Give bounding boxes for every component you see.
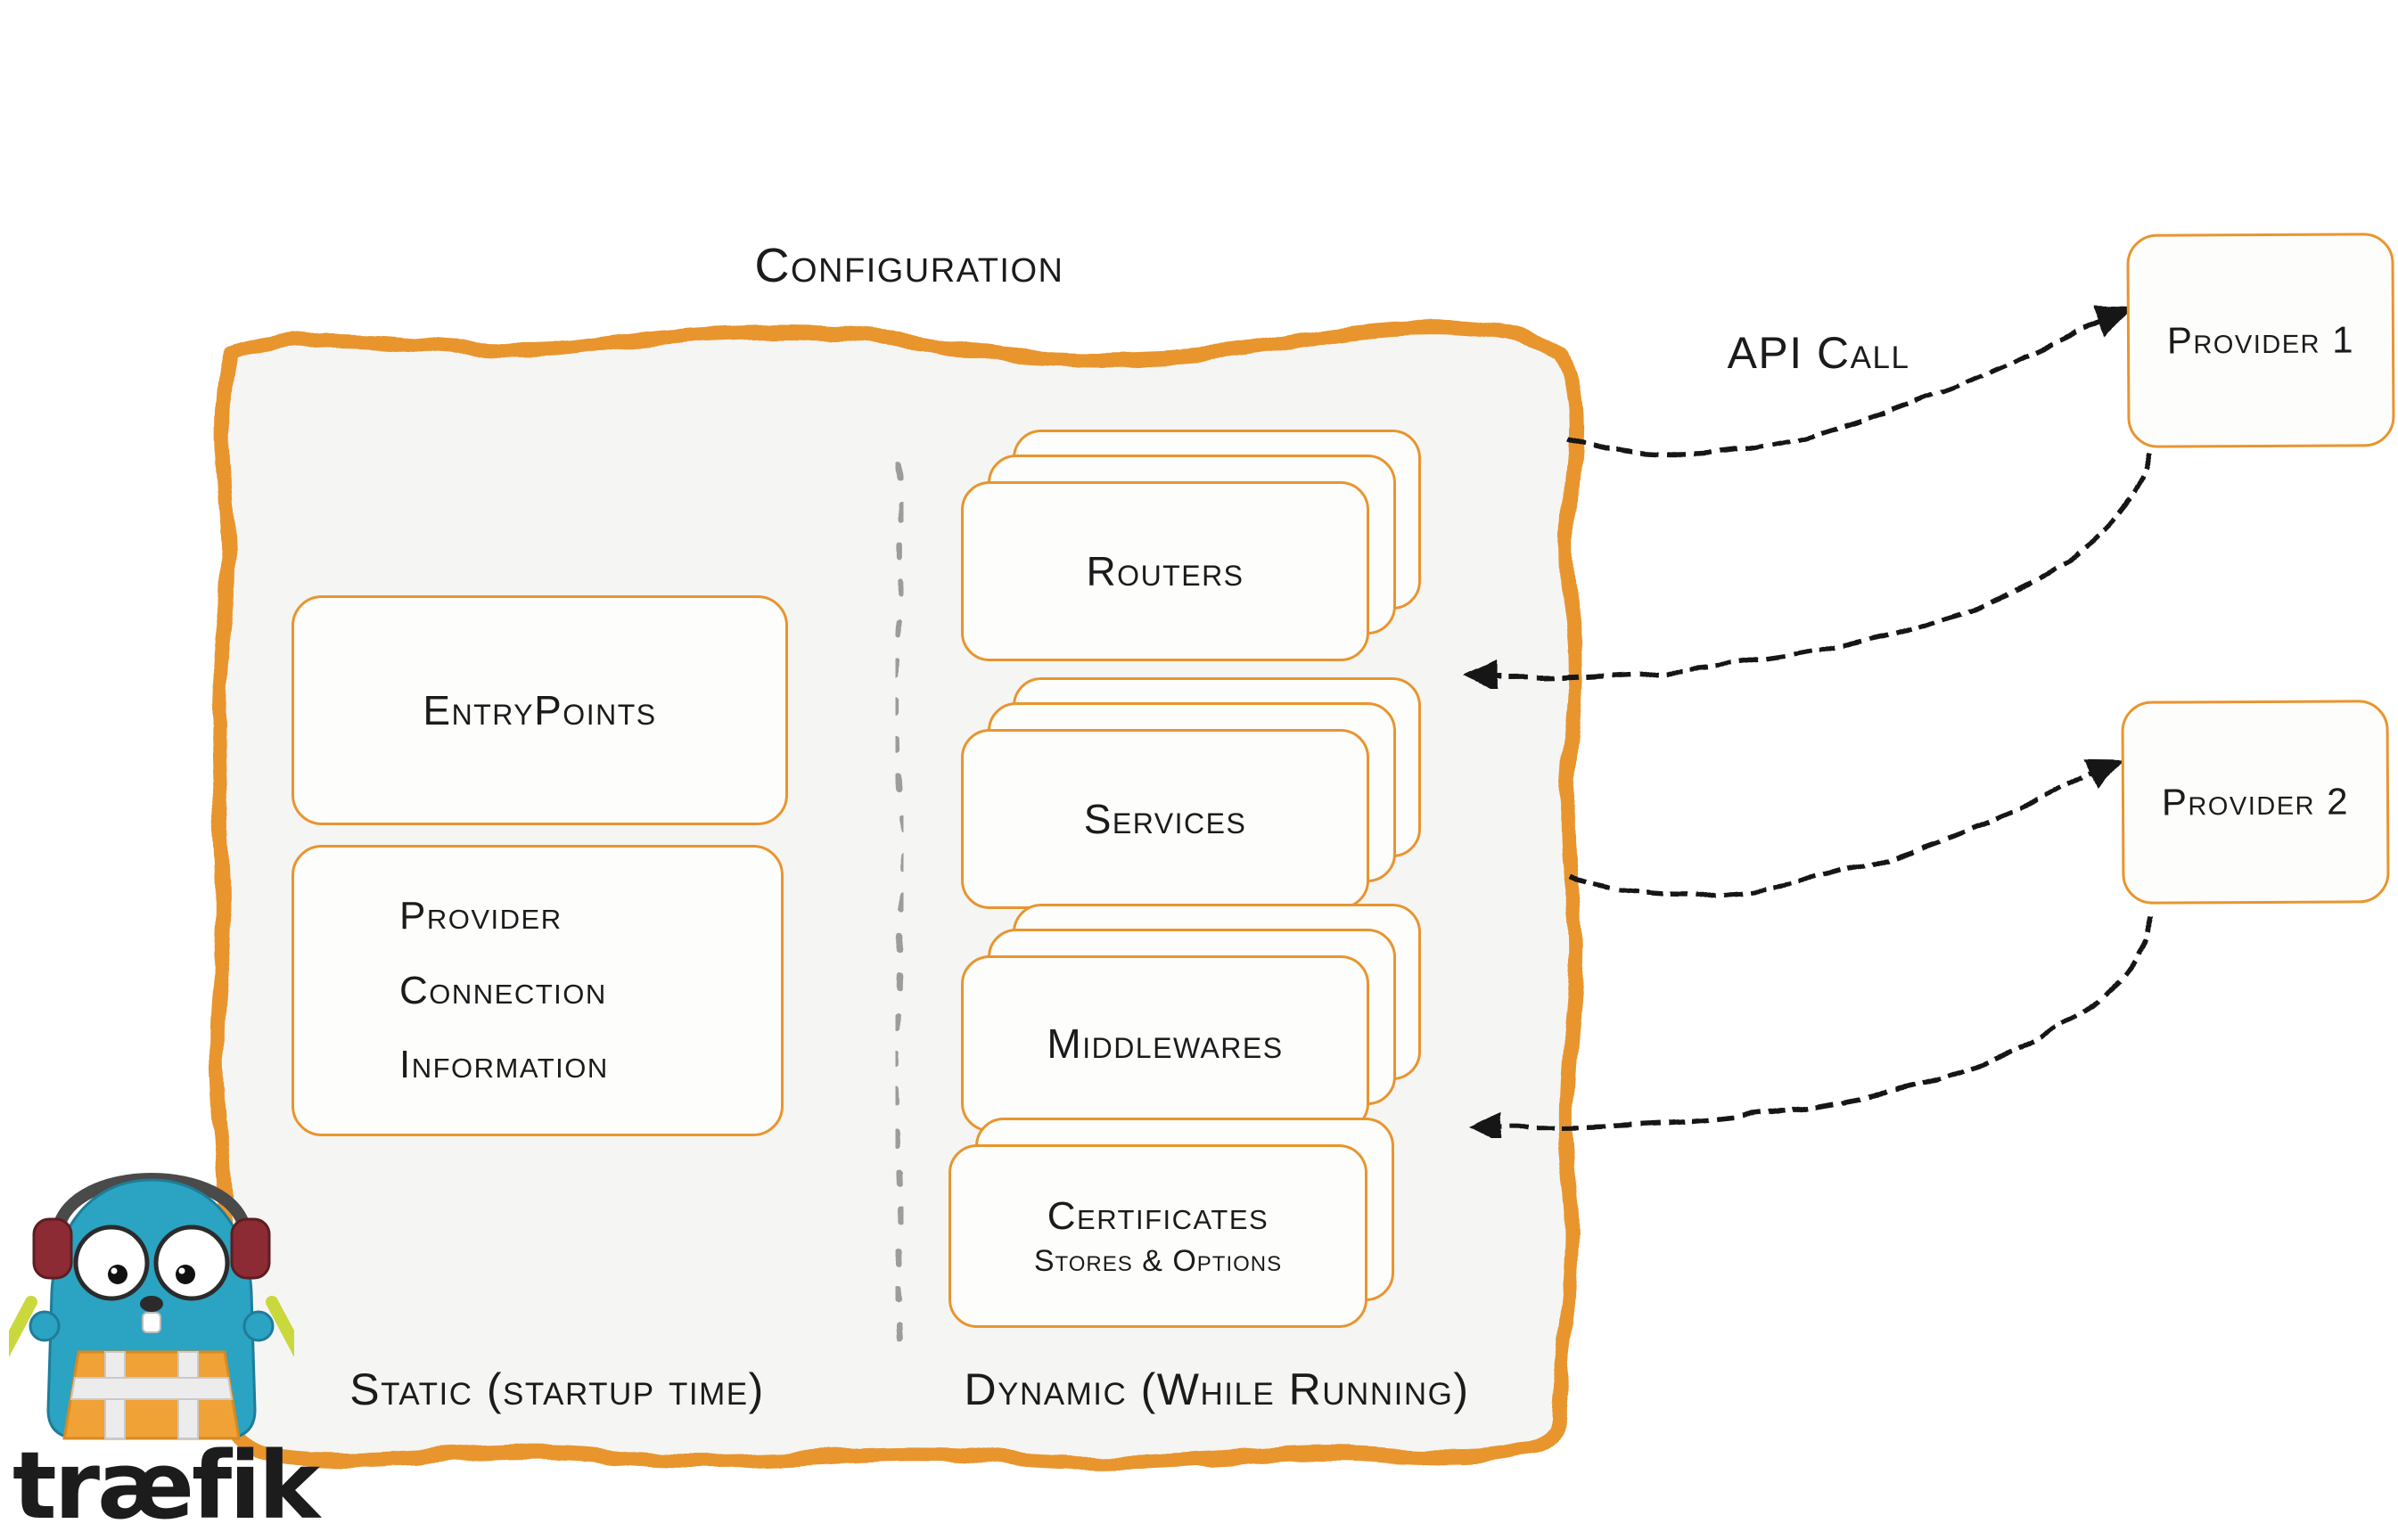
provider2-to-config-arrow <box>1467 913 2156 1143</box>
certificates-label: Certificates <box>1047 1193 1269 1238</box>
gopher-paw-left <box>29 1310 61 1342</box>
gopher-paw-right <box>242 1310 275 1342</box>
services-label: Services <box>1083 796 1247 842</box>
traefik-gopher-icon <box>0 1173 307 1440</box>
gopher-nose <box>140 1296 163 1312</box>
diagram-title: Configuration <box>754 239 1064 292</box>
config-to-provider2-arrow <box>1568 761 2123 897</box>
routers-card: Routers <box>961 430 1421 661</box>
gopher-eye-right <box>153 1225 230 1301</box>
middlewares-card: Middlewares <box>961 904 1421 1132</box>
traefik-wordmark: træfik <box>12 1431 320 1540</box>
entrypoints-box: EntryPoints <box>292 595 788 825</box>
certificates-sublabel: Stores & Options <box>1033 1243 1283 1278</box>
gopher-eye-glint-left <box>111 1267 118 1274</box>
gopher-eye-left <box>73 1225 150 1301</box>
traefik-logo <box>0 1143 307 1446</box>
api-call-label: API Call <box>1727 328 1910 378</box>
certificates-card: Certificates Stores & Options <box>949 1118 1394 1328</box>
dynamic-section-caption: Dynamic (While Running) <box>964 1364 1470 1414</box>
gopher-tooth <box>142 1312 161 1333</box>
provider-1-box: Provider 1 <box>2126 233 2395 448</box>
provider-2-box: Provider 2 <box>2121 700 2390 905</box>
gopher-pupil-left <box>108 1265 127 1284</box>
headphone-cup-left <box>32 1217 73 1280</box>
static-section-caption: Static (startup time) <box>349 1364 765 1414</box>
routers-label: Routers <box>1086 548 1244 594</box>
gopher-pupil-right <box>176 1265 195 1284</box>
vest-band <box>70 1377 234 1400</box>
static-dynamic-divider <box>892 462 907 1345</box>
provider-connection-box: Provider Connection Information <box>292 845 784 1136</box>
provider1-to-config-arrow <box>1464 452 2153 694</box>
services-card: Services <box>961 677 1421 909</box>
config-to-provider1-arrow <box>1564 307 2131 458</box>
headphone-cup-right <box>230 1217 271 1280</box>
middlewares-label: Middlewares <box>1047 1020 1284 1067</box>
gopher-eye-glint-right <box>178 1267 185 1274</box>
